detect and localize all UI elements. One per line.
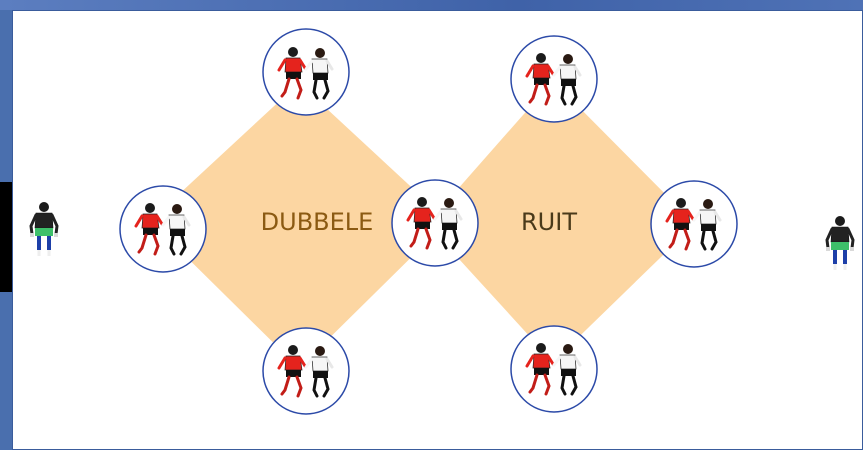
player-pair-left (120, 186, 206, 272)
left-diamond-label: DUBBELE (261, 208, 374, 236)
player-pair-right (651, 181, 737, 267)
player-pair-bottom-left (263, 328, 349, 414)
right-diamond-label: RUIT (521, 208, 577, 236)
player-pair-top-right (511, 36, 597, 122)
goalkeeper-right-icon (826, 216, 854, 270)
goalkeeper-left-icon (30, 202, 58, 256)
player-pair-bottom-right (511, 326, 597, 412)
player-pair-top-left (263, 29, 349, 115)
player-pair-center (392, 180, 478, 266)
